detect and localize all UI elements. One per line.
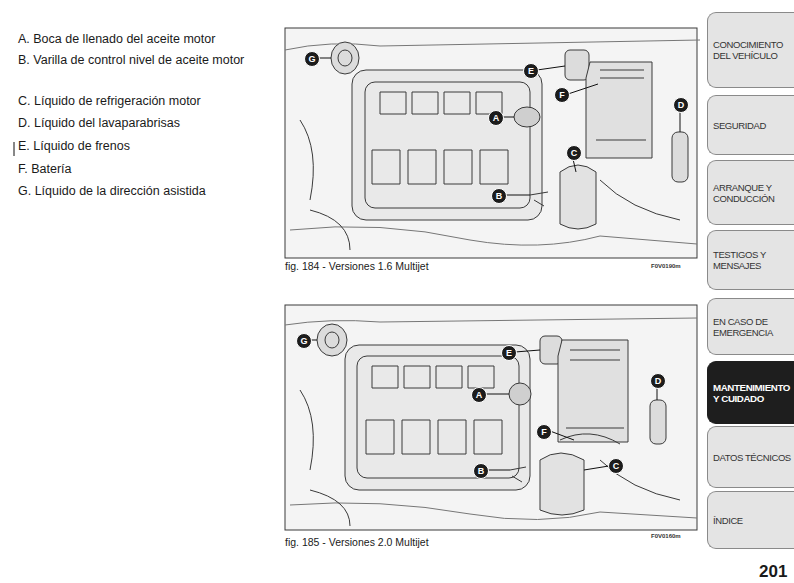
- legend-item: A. Boca de llenado del aceite motor: [18, 31, 269, 47]
- callout-letter: G: [304, 51, 320, 67]
- section-tab: EN CASO DE EMERGENCIA: [707, 298, 794, 355]
- section-tab: CONOCIMIENTO DEL VEHÍCULO: [707, 12, 794, 88]
- tab-text: EN CASO DE EMERGENCIA: [713, 316, 791, 338]
- callout-letter: F: [536, 424, 552, 440]
- callout-letter: E: [523, 63, 539, 79]
- callout-letter: C: [608, 458, 624, 474]
- callout-letter: D: [650, 373, 666, 389]
- legend-item: F. Batería: [18, 161, 269, 177]
- figure-caption: fig. 184 - Versiones 1.6 Multijet: [285, 260, 429, 272]
- callout-letter: D: [673, 97, 689, 113]
- tab-text: DATOS TÉCNICOS: [713, 452, 791, 463]
- tab-text: MANTENIMIENTO Y CUIDADO: [713, 382, 791, 404]
- section-tab: TESTIGOS Y MENSAJES: [707, 230, 794, 290]
- figure-code: F0V0160m: [651, 533, 681, 539]
- legend-item: B. Varilla de control nivel de aceite mo…: [18, 52, 269, 68]
- legend-item: E. Líquido de frenos: [18, 138, 269, 154]
- tab-text: TESTIGOS Y MENSAJES: [713, 249, 791, 271]
- callout-letter: G: [296, 333, 312, 349]
- section-tab: MANTENIMIENTO Y CUIDADO: [707, 361, 794, 424]
- section-tab: ÍNDICE: [707, 491, 794, 549]
- legend-item: C. Líquido de refrigeración motor: [18, 93, 269, 109]
- callout-letter: A: [488, 110, 504, 126]
- tab-text: CONOCIMIENTO DEL VEHÍCULO: [713, 39, 791, 61]
- figure-caption: fig. 185 - Versiones 2.0 Multijet: [285, 536, 429, 548]
- callout-letter: B: [491, 188, 507, 204]
- tab-text: ÍNDICE: [713, 515, 743, 526]
- section-tab: DATOS TÉCNICOS: [707, 426, 794, 488]
- section-tab: ARRANQUE Y CONDUCCIÓN: [707, 160, 794, 225]
- legend-item: D. Líquido del lavaparabrisas: [18, 115, 269, 131]
- tab-text: ARRANQUE Y CONDUCCIÓN: [713, 182, 791, 204]
- callout-letter: B: [473, 463, 489, 479]
- legend-item: G. Líquido de la dirección asistida: [18, 183, 269, 199]
- callout-letter: C: [566, 145, 582, 161]
- page-number: 201: [759, 562, 787, 582]
- tab-text: SEGURIDAD: [713, 120, 766, 131]
- figure-code: F0V0190m: [651, 263, 681, 269]
- callout-letter: E: [501, 345, 517, 361]
- callout-letter: F: [554, 87, 570, 103]
- section-tab: SEGURIDAD: [707, 95, 794, 155]
- callout-letter: A: [471, 387, 487, 403]
